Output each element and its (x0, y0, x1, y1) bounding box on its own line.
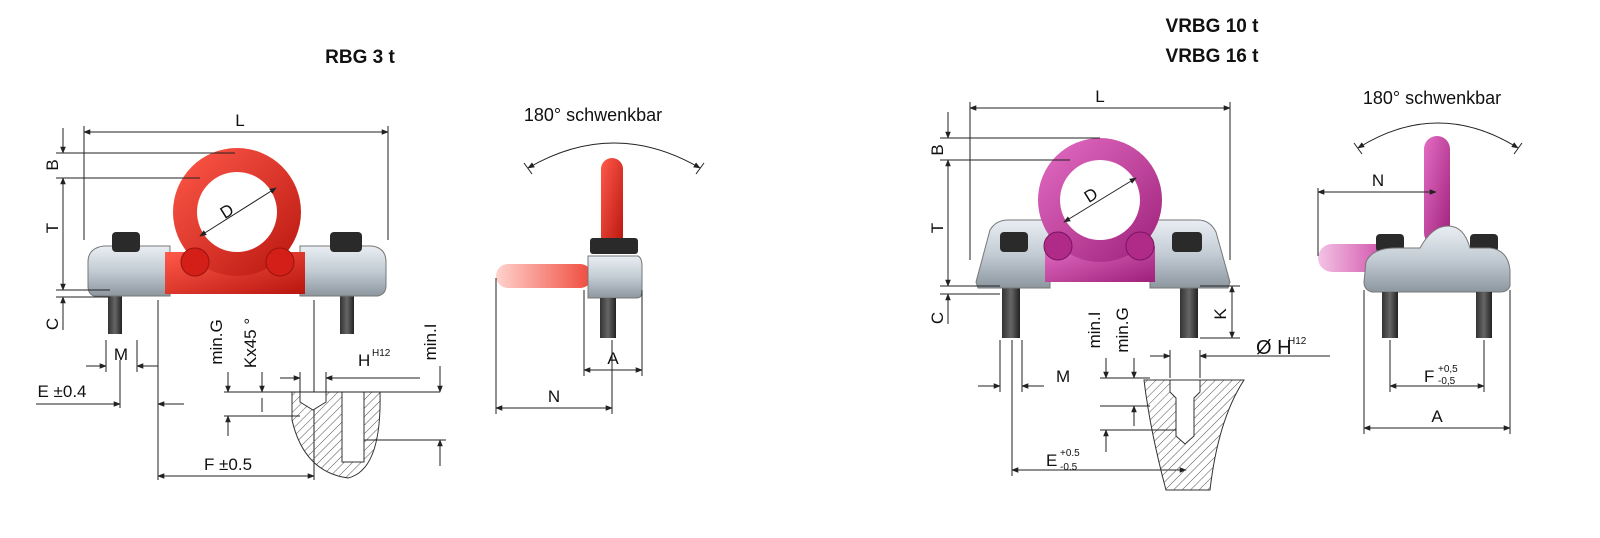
dim-E-lower: -0.5 (1060, 462, 1078, 473)
swivel-label-left: 180° schwenkbar (524, 105, 662, 125)
dim-H-tolerance: H12 (372, 348, 391, 359)
dim-F-right: F (1424, 367, 1434, 386)
ring-upright (601, 158, 623, 248)
pin-right (265, 247, 295, 277)
base-block-right (299, 245, 387, 297)
dim-M-right: M (1056, 367, 1070, 386)
dim-B-right: B (928, 144, 947, 155)
dim-H-right: Ø H (1256, 337, 1292, 359)
ring-eye (197, 172, 277, 252)
dim-F-upper: +0,5 (1438, 364, 1458, 375)
dim-T: T (43, 223, 62, 233)
dim-K: Kx45 ° (241, 318, 260, 368)
dim-A-left: A (607, 349, 619, 368)
dim-H-right-tolerance: H12 (1288, 336, 1307, 347)
dim-C: C (43, 318, 62, 330)
dim-minI-right: min.I (1085, 312, 1104, 349)
dim-minI: min.I (421, 324, 440, 361)
pin-left (180, 247, 210, 277)
dim-F-lower: -0,5 (1438, 376, 1456, 387)
dim-E-upper: +0.5 (1060, 448, 1080, 459)
dim-E: E ±0.4 (37, 382, 86, 401)
swivel-label-right: 180° schwenkbar (1363, 88, 1501, 108)
dim-B: B (43, 159, 62, 170)
dim-L: L (235, 111, 244, 130)
bolt-left (108, 288, 122, 334)
base-block-left (87, 245, 171, 297)
dim-A-right: A (1431, 407, 1443, 426)
dim-F: F ±0.5 (204, 455, 252, 474)
dim-N-right: N (1372, 171, 1384, 190)
ring-swivelled (496, 264, 592, 288)
vrbg-title-2: VRBG 16 t (1166, 46, 1260, 67)
bolt-head-left (112, 232, 140, 252)
dim-L-right: L (1095, 87, 1104, 106)
rbg-side-view: 180° schwenkbar N A (495, 105, 705, 414)
vrbg-title-1: VRBG 10 t (1166, 16, 1260, 37)
vrbg-hole-section: min.I min.G Ø H H12 (1085, 307, 1330, 491)
bolt-head-right (330, 232, 362, 252)
rbg-hole-section: min.G Kx45 ° min.I H H12 (207, 318, 446, 479)
dim-minG-right: min.G (1113, 307, 1132, 352)
dim-T-right: T (928, 223, 947, 233)
dim-minG: min.G (207, 319, 226, 364)
bolt-right (340, 288, 354, 334)
rbg-title: RBG 3 t (325, 47, 395, 68)
vrbg-front-view (975, 138, 1231, 338)
rbg-front-view (87, 148, 387, 334)
dim-N-left: N (548, 387, 560, 406)
rbg-3t-drawing: RBG 3 t L B T C D (36, 47, 705, 480)
dim-C-right: C (928, 312, 947, 324)
dim-H: H (358, 351, 370, 370)
vrbg-drawing: VRBG 10 t VRBG 16 t L B T C D (928, 16, 1523, 491)
dim-E-right: E (1046, 451, 1057, 470)
dim-M: M (114, 345, 128, 364)
vrbg-side-view: 180° schwenkbar N F +0,5 -0,5 A (1317, 88, 1523, 434)
dim-K-right: K (1211, 308, 1230, 320)
